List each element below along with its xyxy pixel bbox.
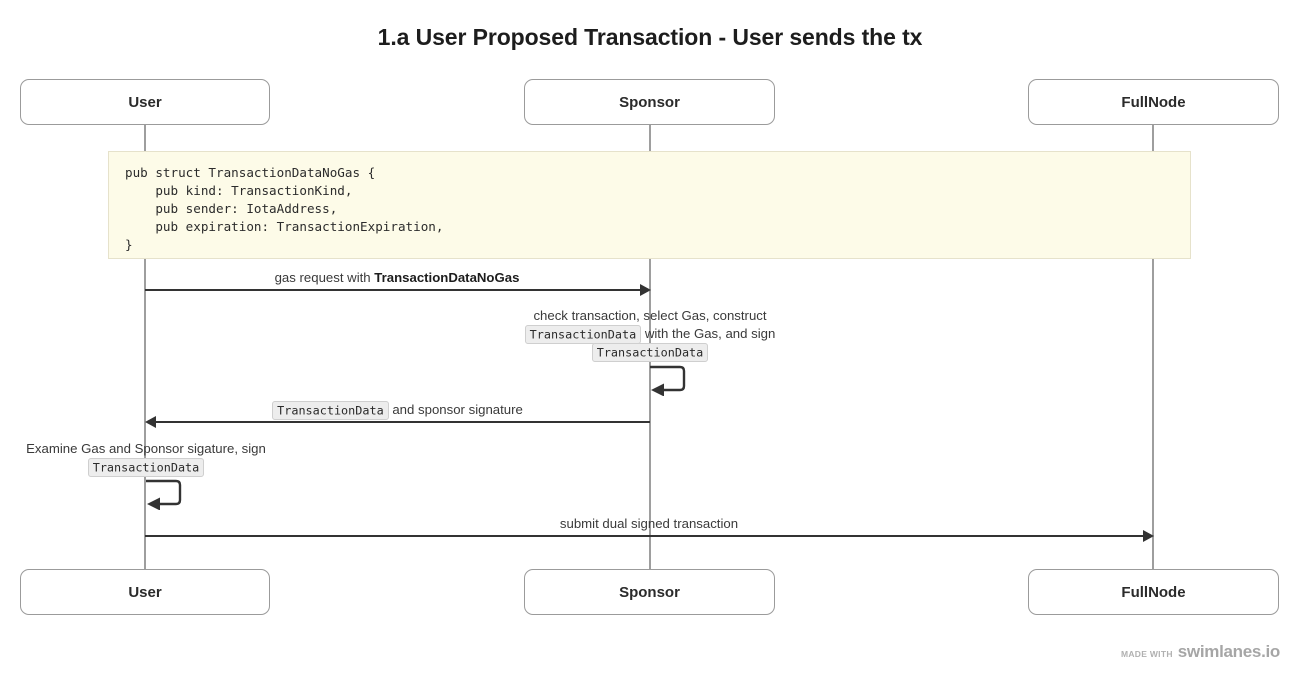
message-line-submit-tx bbox=[145, 535, 1144, 538]
self-message-loop-user bbox=[146, 479, 182, 510]
participant-label: Sponsor bbox=[619, 93, 680, 111]
footer-made-with-label: MADE WITH bbox=[1120, 649, 1173, 659]
code-chip-transactiondata: TransactionData bbox=[272, 400, 389, 420]
message-label-submit-tx: submit dual signed transaction bbox=[145, 515, 1153, 533]
arrow-head-submit-tx bbox=[1143, 529, 1154, 542]
message-label-text: and sponsor signature bbox=[388, 402, 523, 417]
footer-brand-name: swimlanes.io bbox=[1177, 642, 1281, 661]
participant-label: FullNode bbox=[1121, 583, 1186, 601]
lifeline-fullnode bbox=[1152, 125, 1154, 569]
message-line-gas-request bbox=[145, 289, 641, 292]
participant-label: User bbox=[128, 93, 162, 111]
participant-box-user-top[interactable]: User bbox=[20, 79, 270, 125]
message-label-emphasis: TransactionDataNoGas bbox=[374, 270, 520, 285]
participant-label: User bbox=[128, 583, 162, 601]
lifeline-user bbox=[144, 125, 146, 569]
code-chip-transactiondata: TransactionData bbox=[591, 342, 709, 362]
participant-label: Sponsor bbox=[619, 583, 680, 601]
note-code-block: pub struct TransactionDataNoGas { pub ki… bbox=[108, 151, 1191, 259]
code-chip-transactiondata: TransactionData bbox=[87, 457, 205, 477]
message-label-line2: with the Gas, and sign bbox=[641, 326, 776, 341]
message-line-sponsor-reply bbox=[155, 421, 650, 424]
message-label-line1: check transaction, select Gas, construct bbox=[533, 308, 767, 323]
message-label-gas-request: gas request with TransactionDataNoGas bbox=[144, 269, 650, 287]
participant-box-sponsor-top[interactable]: Sponsor bbox=[524, 79, 775, 125]
footer-brand[interactable]: MADE WITH swimlanes.io bbox=[1121, 642, 1280, 662]
participant-box-fullnode-top[interactable]: FullNode bbox=[1028, 79, 1279, 125]
participant-box-fullnode-bottom[interactable]: FullNode bbox=[1028, 569, 1279, 615]
message-label-user-self: Examine Gas and Sponsor sigature, sign T… bbox=[0, 440, 292, 477]
participant-label: FullNode bbox=[1121, 93, 1186, 111]
participant-box-user-bottom[interactable]: User bbox=[20, 569, 270, 615]
code-chip-transactiondata: TransactionData bbox=[524, 324, 642, 344]
message-label-text: submit dual signed transaction bbox=[559, 516, 739, 531]
arrow-head-gas-request bbox=[640, 283, 651, 296]
self-message-loop-sponsor bbox=[650, 365, 686, 396]
note-code-text: pub struct TransactionDataNoGas { pub ki… bbox=[125, 165, 444, 252]
message-label-text: gas request with bbox=[274, 270, 375, 285]
participant-box-sponsor-bottom[interactable]: Sponsor bbox=[524, 569, 775, 615]
page-title: 1.a User Proposed Transaction - User sen… bbox=[377, 24, 923, 50]
arrow-head-sponsor-reply bbox=[145, 415, 156, 428]
message-label-line1: Examine Gas and Sponsor sigature, sign bbox=[26, 441, 266, 456]
message-label-sponsor-reply: TransactionData and sponsor signature bbox=[145, 400, 650, 420]
message-label-sponsor-self: check transaction, select Gas, construct… bbox=[450, 307, 850, 362]
